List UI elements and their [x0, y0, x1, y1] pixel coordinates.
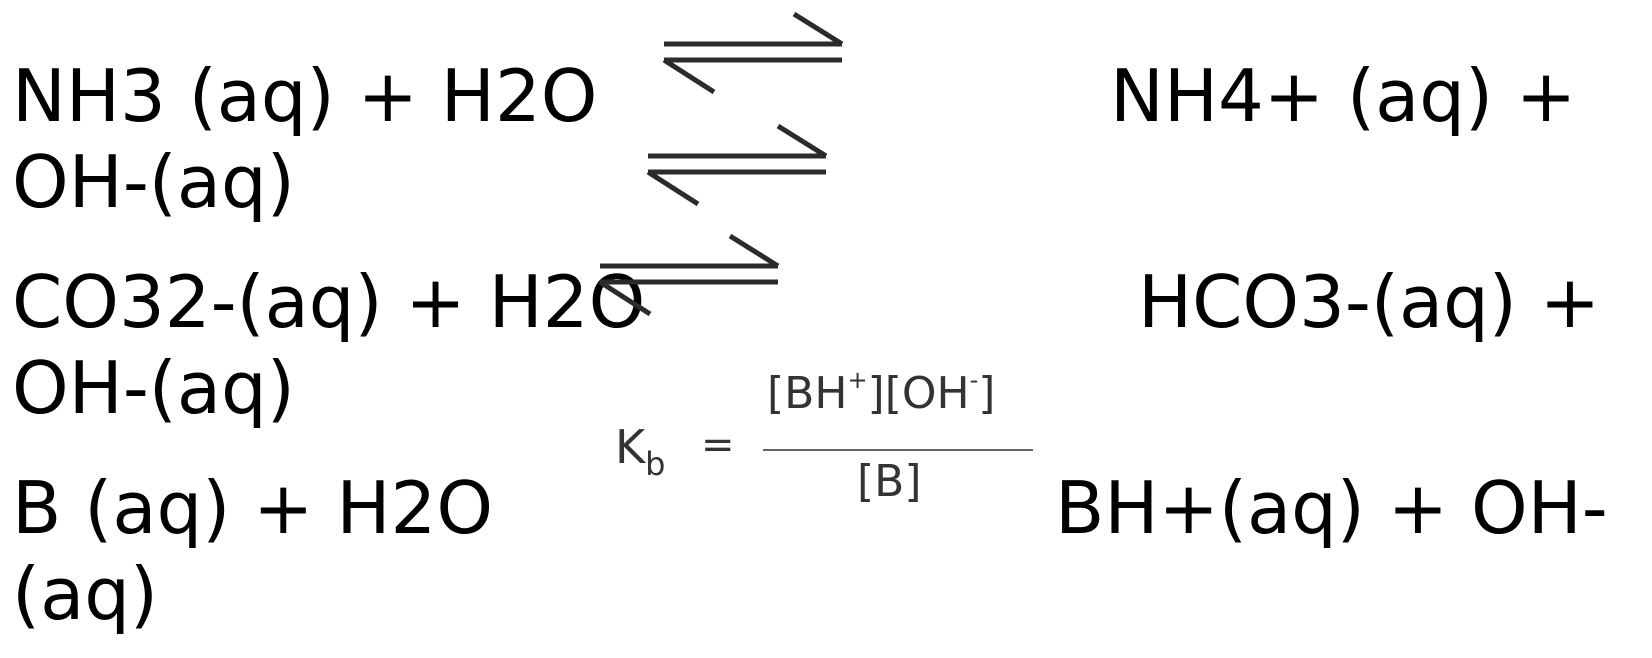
eq2-products: HCO3-(aq) +	[1138, 260, 1601, 344]
equilibrium-arrow-icon	[646, 123, 828, 207]
eq3-continuation: (aq)	[12, 552, 159, 636]
kb-symbol: Kb	[615, 420, 666, 483]
eq1-products: NH4+ (aq) +	[1110, 54, 1577, 138]
eq2-reactants: CO32-(aq) + H2O	[12, 260, 646, 344]
equilibrium-arrow-icon	[598, 233, 780, 317]
equilibrium-arrow-icon	[662, 11, 844, 95]
eq1-reactants: NH3 (aq) + H2O	[12, 54, 598, 138]
eq1-continuation: OH-(aq)	[12, 140, 295, 224]
kb-denominator: [B]	[857, 456, 922, 507]
eq3-reactants: B (aq) + H2O	[12, 466, 494, 550]
kb-equals: =	[701, 422, 735, 468]
kb-numerator: [BH+][OH-]	[767, 366, 996, 419]
kb-subscript: b	[645, 445, 666, 483]
eq3-products: BH+(aq) + OH-	[1055, 466, 1608, 550]
eq2-continuation: OH-(aq)	[12, 346, 295, 430]
kb-fraction-bar	[763, 449, 1033, 451]
kb-expression: Kb = [BH+][OH-] [B]	[615, 366, 1045, 528]
